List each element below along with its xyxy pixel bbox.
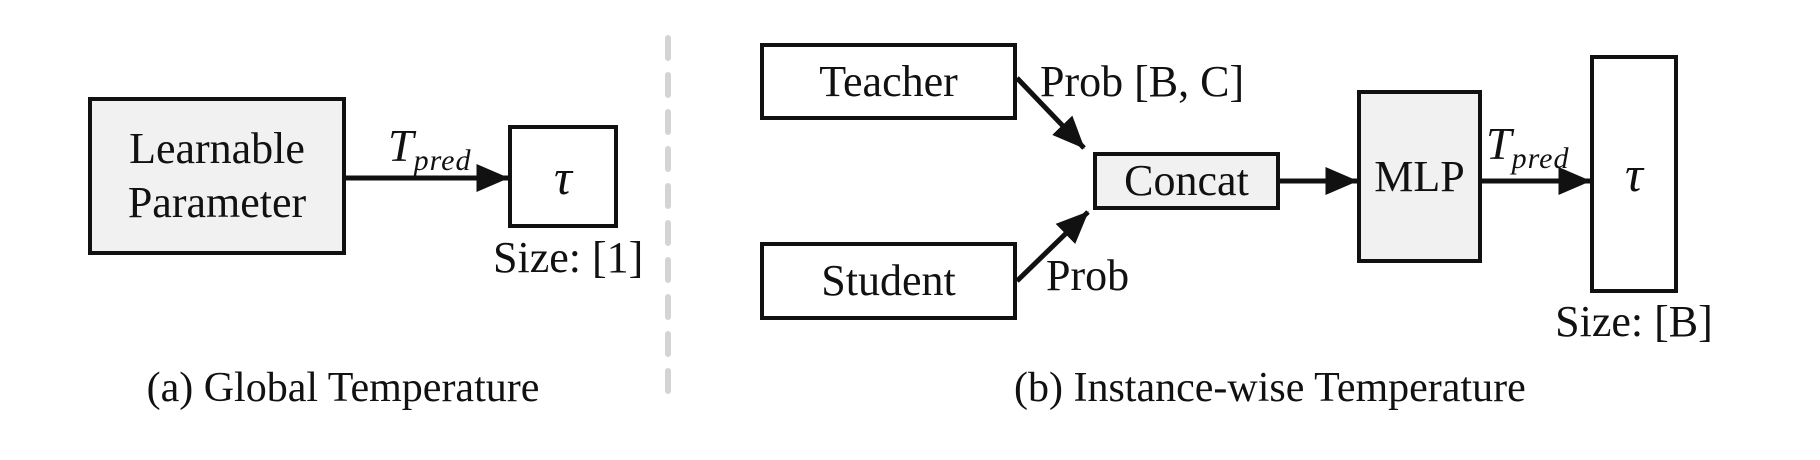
concat-box: Concat bbox=[1093, 152, 1280, 210]
student-label: Student bbox=[821, 256, 956, 305]
tau-box-instance: τ bbox=[1590, 55, 1678, 293]
caption-global-temperature: (a) Global Temperature bbox=[146, 365, 540, 411]
arrow-student-to-concat bbox=[1015, 210, 1090, 283]
size-label-instance: Size: [B] bbox=[1555, 297, 1713, 346]
mlp-box: MLP bbox=[1357, 90, 1482, 263]
student-prob-label: Prob bbox=[1046, 251, 1130, 300]
tau-symbol-a: τ bbox=[554, 148, 572, 205]
teacher-label: Teacher bbox=[819, 56, 958, 106]
tpred-subscript-b: pred bbox=[1511, 142, 1570, 175]
teacher-box: Teacher bbox=[760, 43, 1017, 120]
learnable-parameter-box: Learnable Parameter bbox=[88, 97, 346, 255]
tpred-label-a: Tpred bbox=[388, 122, 471, 185]
mlp-label: MLP bbox=[1374, 151, 1465, 201]
tpred-base-a: T bbox=[388, 120, 414, 171]
tau-symbol-b: τ bbox=[1625, 146, 1643, 202]
caption-instance-wise-temperature: (b) Instance-wise Temperature bbox=[1014, 365, 1526, 411]
teacher-prob-label: Prob [B, C] bbox=[1040, 57, 1245, 106]
size-label-global: Size: [1] bbox=[493, 233, 644, 282]
tau-box-global: τ bbox=[508, 125, 618, 228]
student-box: Student bbox=[760, 242, 1017, 320]
tpred-base-b: T bbox=[1486, 118, 1512, 169]
tpred-label-b: Tpred bbox=[1486, 120, 1569, 183]
tpred-subscript-a: pred bbox=[413, 144, 472, 177]
concat-label: Concat bbox=[1124, 156, 1249, 205]
arrow-teacher-to-concat bbox=[1015, 76, 1086, 150]
learnable-parameter-label: Learnable Parameter bbox=[127, 124, 307, 227]
